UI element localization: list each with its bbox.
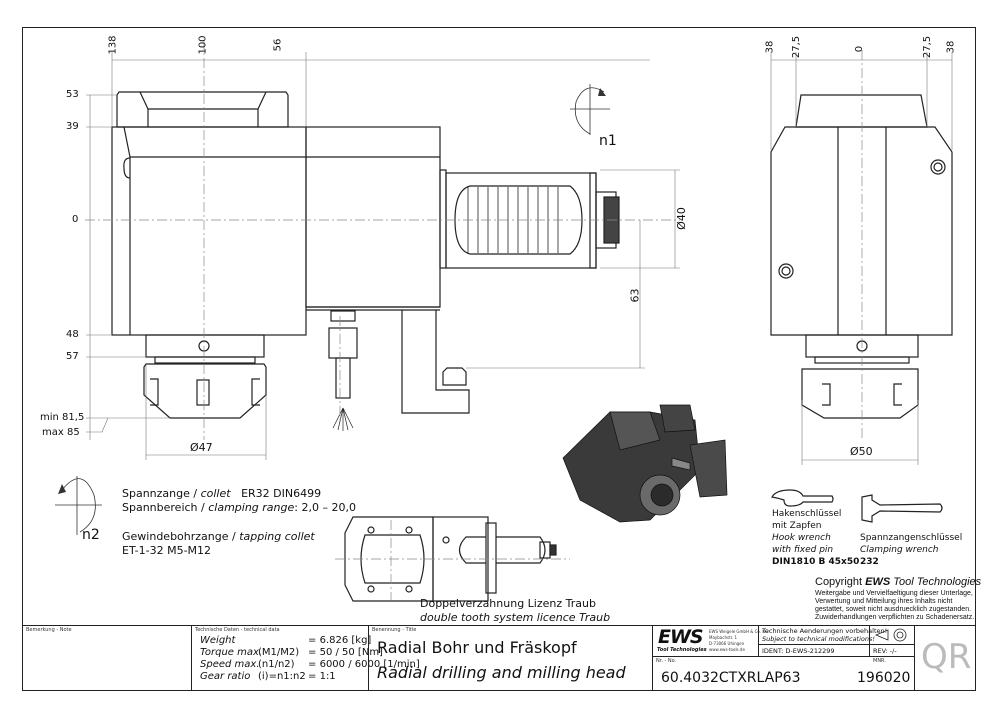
hook-wrench-de1: Hakenschlüssel [772, 509, 842, 519]
dim-48: 48 [66, 329, 79, 340]
modif-de: Technische Aenderungen vorbehalten! [762, 627, 888, 635]
rotation-n1-icon [574, 87, 605, 135]
company-line: Maybachstr. 1 [709, 635, 738, 640]
part-number-cell: Nr. - No. 60.4032CTXRLAP63 MNR. 196020 [652, 656, 915, 691]
title-en: Radial drilling and milling head [377, 663, 626, 682]
tech-row-gear: Gear ratio(i)=n1:n2= 1:1 [200, 671, 336, 682]
isometric-render [562, 404, 728, 523]
collet-line-2: Spannbereich / clamping range: 2,0 – 20,… [122, 501, 356, 514]
hook-wrench-code: DIN1810 B 45x50 [772, 557, 860, 567]
collet-line-3: Gewindebohrzange / tapping collet [122, 530, 315, 543]
label-n1: n1 [599, 133, 617, 149]
title-cell: Benennung - Title Radial Bohr und Fräsko… [368, 625, 653, 691]
projection-symbol-icon [874, 628, 907, 642]
tech-row-torque: Torque max.(M1/M2)= 50 / 50 [Nm] [200, 647, 383, 658]
tech-row-speed: Speed max.(n1/n2)= 6000 / 6000 [1/min] [200, 659, 420, 670]
ews-logo: EWS [658, 626, 704, 648]
front-collet-ring [145, 334, 265, 358]
side-dim-dia50: Ø50 [850, 445, 873, 458]
projection-cell [869, 625, 915, 645]
dim-39: 39 [66, 121, 79, 132]
copyright-line-4: Zuwiderhandlungen verpflichten zu Schade… [815, 614, 975, 621]
dim-53: 53 [66, 89, 79, 100]
front-collet-nut [143, 363, 267, 419]
label-n2: n2 [82, 527, 100, 543]
side-dim-27-right: 27,5 [922, 35, 934, 59]
dim-100: 100 [197, 35, 209, 55]
collet-line-4: ET-1-32 M5-M12 [122, 544, 212, 557]
nr-label: Nr. - No. [656, 658, 677, 664]
hook-wrench-en1: Hook wrench [772, 533, 831, 543]
top-view-caption-de: Doppelverzahnung Lizenz Traub [420, 597, 596, 610]
title-de: Radial Bohr und Fräskopf [377, 638, 577, 657]
side-dim-38-right: 38 [945, 40, 957, 54]
dim-138: 138 [107, 35, 119, 55]
dim-dia40: Ø40 [674, 207, 688, 230]
company-line: D-73066 Uhingen [709, 641, 745, 646]
qr-cell: QR [914, 625, 976, 691]
side-top-cap [795, 94, 928, 128]
ews-logo-sub: Tool Technologies [657, 647, 707, 653]
hook-wrench-icon [771, 489, 834, 507]
ident-value: IDENT: D-EWS-212299 [762, 647, 835, 655]
dim-63: 63 [628, 288, 642, 303]
front-middle-block [305, 126, 441, 308]
side-body [770, 126, 953, 336]
logo-cell: EWS Tool Technologies EWS Weigele GmbH &… [652, 625, 768, 657]
mnr-value: 196020 [857, 670, 911, 686]
rotation-n2-icon [61, 478, 96, 533]
dim-57: 57 [66, 351, 79, 362]
title-label: Benennung - Title [372, 627, 417, 633]
side-dim-38-left: 38 [764, 40, 776, 54]
tech-data-cell: Technische Daten - technical data Weight… [191, 625, 420, 691]
dim-min: min 81,5 [40, 412, 85, 423]
note-label: Bemerkung - Note [26, 627, 72, 633]
dim-0: 0 [72, 214, 79, 225]
top-view-caption-en: double tooth system licence Traub [420, 611, 611, 624]
hook-wrench-de2: mit Zapfen [772, 521, 822, 531]
front-body [111, 126, 307, 336]
clamping-wrench-code: 232 [860, 557, 879, 567]
copyright-line-2: Verwertung und Mitteilung ihres Inhalts … [815, 598, 953, 605]
part-number: 60.4032CTXRLAP63 [661, 670, 801, 686]
company-line: www.ews-tools.de [709, 647, 745, 652]
dim-56: 56 [272, 38, 284, 52]
mnr-label: MNR. [873, 658, 886, 664]
tech-label: Technische Daten - technical data [195, 627, 280, 633]
clamping-wrench-icon [861, 494, 943, 523]
side-dim-27-left: 27,5 [791, 35, 803, 59]
copyright-title: Copyright EWS Tool Technologies [815, 576, 982, 588]
tech-row-weight: Weight= 6.826 [kg] [200, 635, 372, 646]
qr-placeholder: QR [921, 637, 972, 677]
clamping-wrench-en: Clamping wrench [860, 545, 939, 555]
copyright-line-3: gestattet, soweit nicht ausdruecklich zu… [815, 606, 972, 613]
rev-value: REV: -/- [873, 647, 897, 655]
modif-en: Subject to technical modifications! [762, 635, 875, 643]
dim-dia47: Ø47 [190, 441, 213, 454]
company-line: EWS Weigele GmbH & Co. KG [709, 629, 769, 634]
copyright-line-1: Weitergabe und Vervielfaeltigung dieser … [815, 590, 973, 597]
note-cell: Bemerkung - Note [22, 625, 192, 691]
modif-cell: Technische Aenderungen vorbehalten! Subj… [758, 625, 887, 645]
hook-wrench-en2: with fixed pin [772, 545, 834, 555]
side-dim-0: 0 [854, 45, 866, 53]
collet-line-1: Spannzange / collet ER32 DIN6499 [122, 487, 322, 500]
clamping-wrench-de: Spannzangenschlüssel [860, 533, 963, 543]
side-collet-nut [801, 368, 919, 419]
dim-max: max 85 [42, 427, 80, 438]
